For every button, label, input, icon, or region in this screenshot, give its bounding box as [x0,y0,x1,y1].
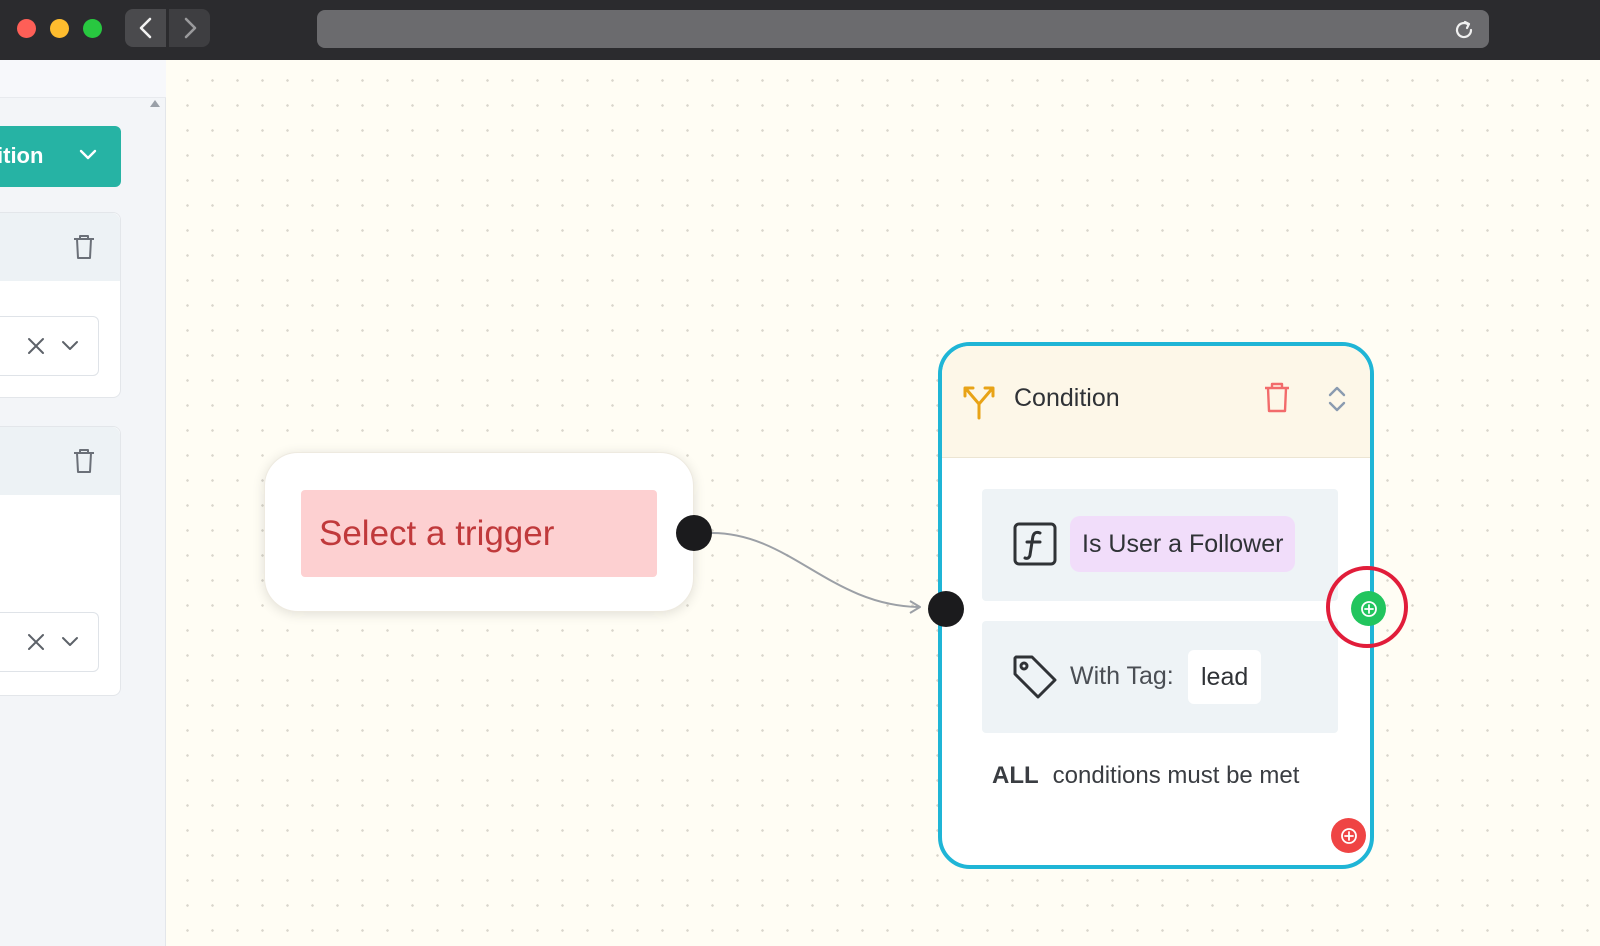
reload-icon[interactable] [1453,19,1475,41]
highlight-ring [1326,566,1408,648]
rule-card-header [0,427,120,495]
scroll-up-arrow[interactable] [150,100,160,107]
back-button[interactable] [125,9,166,47]
rule-value-chip: Is User a Follower [1070,516,1296,572]
select-trigger-button[interactable]: Select a trigger [301,490,657,577]
condition-node-title: Condition [1014,384,1120,412]
trash-icon[interactable] [72,447,96,475]
condition-node-header: Condition [942,346,1370,458]
minimize-window-button[interactable] [50,19,69,38]
side-panel-header [0,60,166,98]
condition-input-handle[interactable] [928,591,964,627]
rule-card-2 [0,426,121,696]
trigger-node[interactable]: Select a trigger [264,452,694,612]
address-bar[interactable] [317,10,1489,48]
tag-icon [1013,655,1057,699]
rule-select[interactable] [0,316,99,376]
close-window-button[interactable] [17,19,36,38]
add-condition-label: ition [0,143,44,168]
failure-output-port[interactable] [1331,818,1366,853]
fork-icon [963,386,995,420]
rule-card-header [0,213,120,281]
tag-value-chip: lead [1188,650,1262,704]
maximize-window-button[interactable] [83,19,102,38]
chevron-down-icon[interactable] [61,340,79,352]
trash-icon[interactable] [1262,380,1292,414]
function-icon [1013,522,1057,566]
browser-titlebar [0,0,1600,60]
trash-icon[interactable] [72,233,96,261]
rule-label: With Tag: [1070,662,1174,690]
match-mode: ALL [992,762,1039,789]
condition-rule-tag[interactable]: With Tag: lead [982,621,1338,733]
clear-icon[interactable] [26,336,46,356]
rule-select[interactable] [0,612,99,672]
chevron-down-icon [79,149,97,160]
forward-button[interactable] [169,9,210,47]
match-mode-text: ALL conditions must be met [992,762,1299,790]
chevron-down-icon[interactable] [61,636,79,648]
trigger-output-handle[interactable] [676,515,712,551]
condition-node[interactable]: Condition Is User a Follower With Tag: l… [938,342,1374,869]
rule-card-1 [0,212,121,398]
plus-circle-icon [1340,827,1357,844]
add-condition-button[interactable]: ition [0,126,121,187]
trigger-label: Select a trigger [319,513,555,553]
match-mode-description: conditions must be met [1052,762,1300,789]
side-panel: ition [0,60,166,946]
clear-icon[interactable] [26,632,46,652]
back-icon [139,17,151,39]
sort-icon[interactable] [1326,384,1348,414]
condition-rule-follower[interactable]: Is User a Follower [982,489,1338,601]
forward-icon [184,17,196,39]
